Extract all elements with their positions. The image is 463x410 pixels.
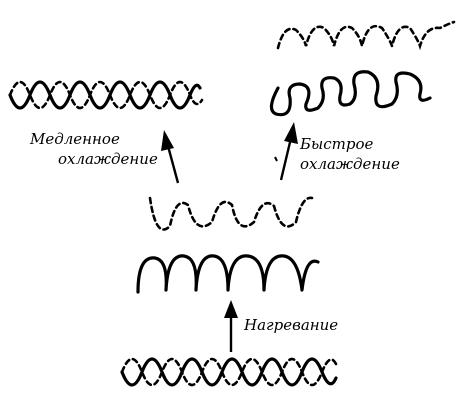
- heating-label: Нагревание: [244, 316, 338, 334]
- small-tick-mark: [275, 157, 277, 161]
- dashed-strand-top-right: [278, 22, 454, 48]
- fast-cooling-label-line2: охлаждение: [300, 155, 400, 173]
- fast-cooling-arrow: [281, 122, 298, 180]
- double-helix-bottom: [122, 359, 336, 385]
- heating-arrow: [224, 300, 238, 352]
- double-helix-top-left: [10, 82, 202, 108]
- slow-cooling-arrow: [161, 130, 178, 183]
- tangled-coil-top-right: [271, 72, 430, 115]
- fast-cooling-label-line1: Быстрое: [300, 135, 373, 153]
- slow-cooling-label-line2: охлаждение: [58, 150, 158, 168]
- slow-cooling-label-line1: Медленное: [30, 130, 120, 148]
- dashed-strand-middle: [150, 198, 312, 230]
- solid-strand-middle: [138, 256, 318, 292]
